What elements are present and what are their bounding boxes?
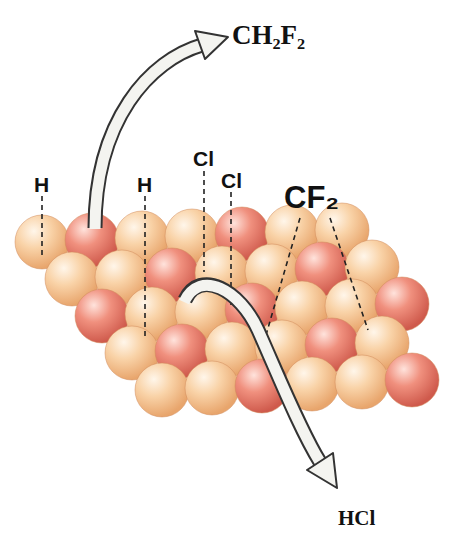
atom-label: H (34, 174, 49, 195)
atom-label: Cl (193, 148, 214, 169)
leader-line (266, 218, 300, 335)
desorption-arrow (95, 31, 228, 229)
surface-atom (135, 363, 189, 417)
species-label: CF₂ (284, 182, 339, 213)
leader-line (41, 196, 43, 255)
reaction-arrow (184, 285, 337, 488)
atom-label: H (137, 174, 152, 195)
leader-line (144, 196, 146, 340)
product-label: CH₂F₂ (232, 22, 305, 49)
surface-atom (335, 355, 389, 409)
product-label: HCl (338, 508, 375, 529)
atom-label: Cl (221, 170, 242, 191)
surface-atom (185, 361, 239, 415)
leader-line (330, 218, 368, 330)
leader-line (203, 171, 205, 272)
surface-atom (385, 353, 439, 407)
atom-surface (15, 203, 439, 417)
